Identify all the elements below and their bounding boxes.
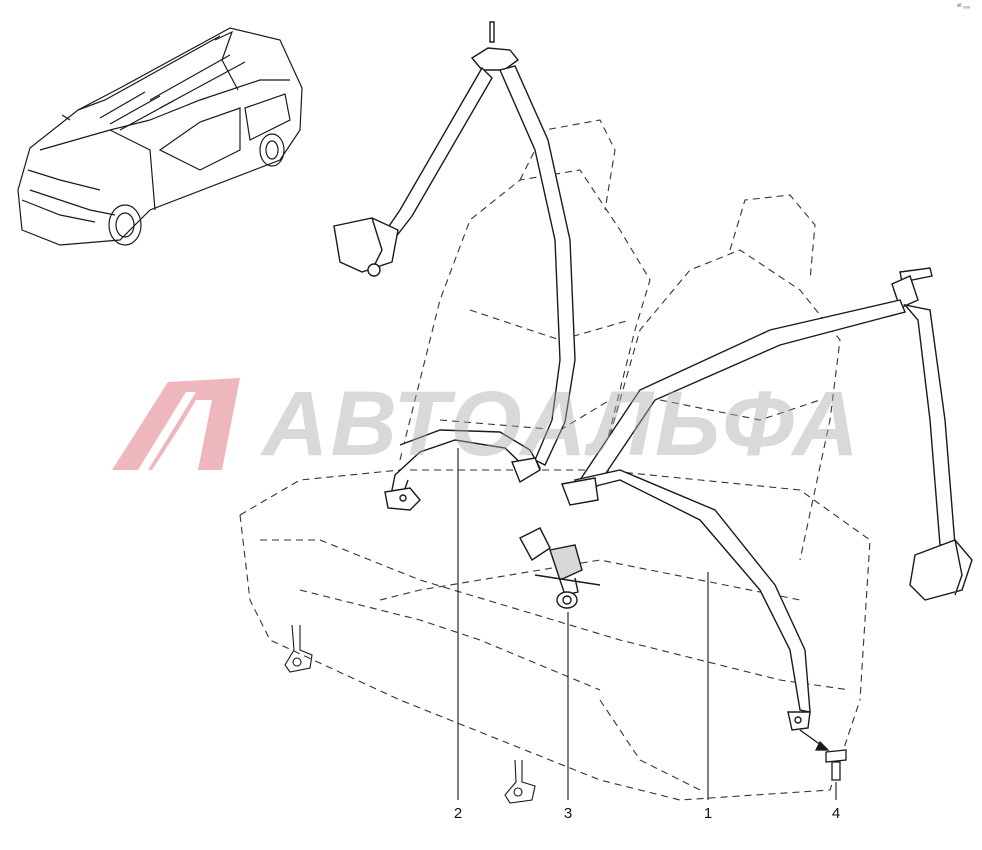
callout-leaders xyxy=(457,448,837,800)
callout-label-4: 4 xyxy=(831,805,841,822)
seat-legs xyxy=(284,624,536,804)
callout-label-2: 2 xyxy=(453,805,463,822)
center-buckle xyxy=(519,527,601,609)
seat-belt-left xyxy=(333,21,576,511)
rear-seat-outline xyxy=(239,119,871,801)
watermark-logo xyxy=(112,378,240,470)
callout-label-3: 3 xyxy=(563,805,573,822)
callout-label-1: 1 xyxy=(703,805,713,822)
seat-belt-right xyxy=(561,267,973,731)
car-thumbnail xyxy=(17,27,303,246)
corner-mark: ᵃᴮ ₒₒₒ xyxy=(956,4,970,10)
anchor-bolt xyxy=(799,729,847,781)
